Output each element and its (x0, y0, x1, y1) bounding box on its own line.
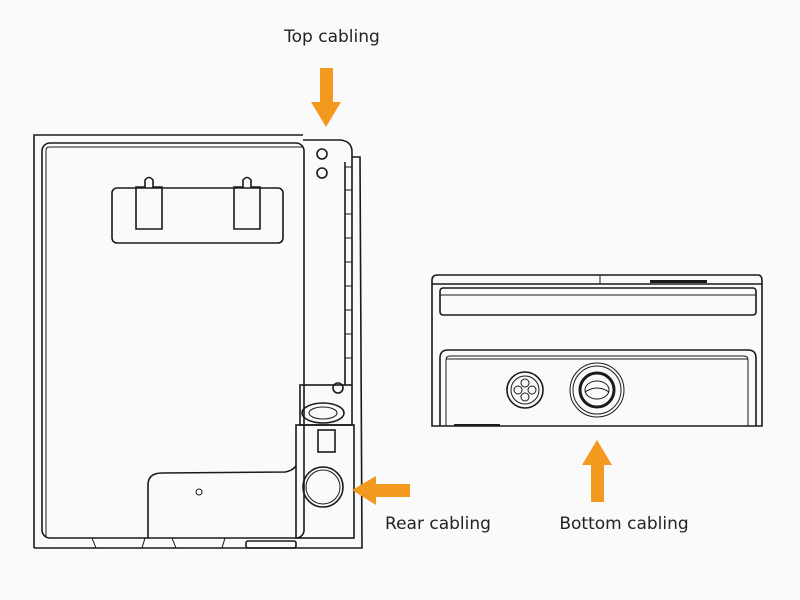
bottom-cable-gland (569, 362, 625, 418)
rear-cable-entry (302, 466, 344, 508)
top-cabling-arrow (311, 68, 341, 127)
device-rear-view (33, 134, 363, 549)
bottom-cabling-arrow (582, 440, 612, 502)
screw-hole (316, 148, 328, 160)
screw-hole (316, 167, 328, 179)
rear-cabling-arrow (352, 476, 410, 505)
multi-pin-connector (506, 371, 544, 409)
device-bottom-view (431, 274, 763, 427)
bottom-cabling-label: Bottom cabling (559, 514, 689, 534)
cable-gland (301, 402, 345, 424)
rear-cabling-label: Rear cabling (385, 514, 491, 534)
wall-hanger-bracket (111, 176, 284, 244)
top-cabling-label: Top cabling (284, 27, 380, 47)
side-ribs (344, 162, 352, 385)
